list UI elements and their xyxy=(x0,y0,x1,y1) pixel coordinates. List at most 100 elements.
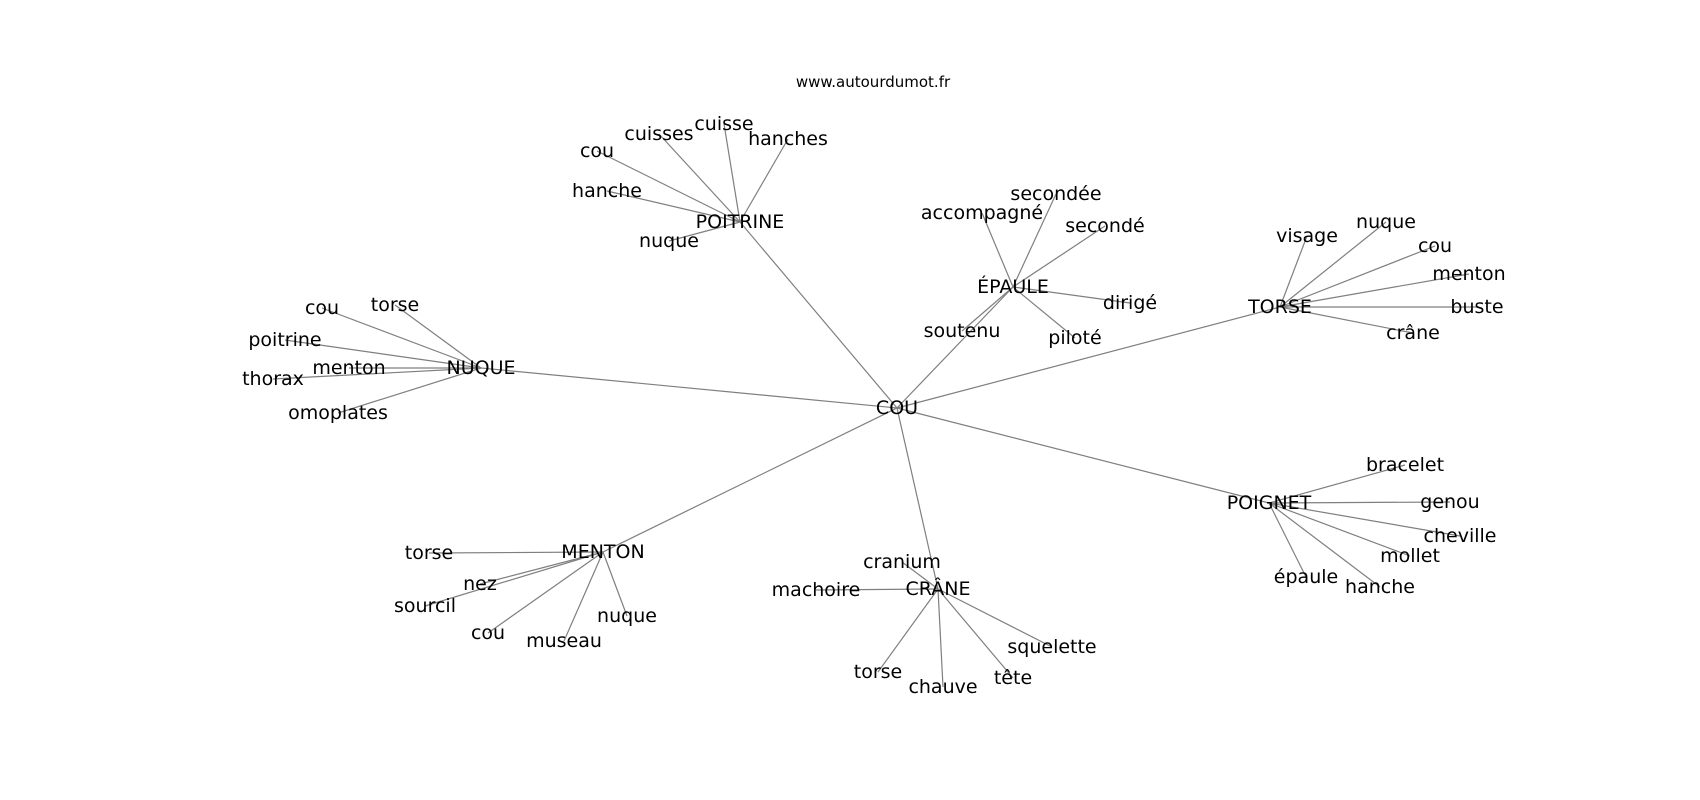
edge-1-0 xyxy=(981,212,1014,288)
edge-4-5 xyxy=(1268,502,1381,588)
edge-1-5 xyxy=(961,286,1014,332)
leaf-node-1-0: accompagné xyxy=(921,202,1043,224)
leaf-node-2-2: cou xyxy=(1418,235,1452,257)
edge-0-0 xyxy=(596,150,741,223)
edge-1-2 xyxy=(1012,225,1106,288)
leaf-node-6-4: tête xyxy=(994,667,1032,689)
leaf-node-3-0: torse xyxy=(371,294,419,316)
edge-6-4 xyxy=(937,588,1014,679)
leaf-node-3-2: poitrine xyxy=(248,329,321,351)
edge-1-1 xyxy=(1012,193,1057,288)
leaf-node-3-4: thorax xyxy=(242,368,304,390)
cluster-node-1: ÉPAULE xyxy=(977,275,1049,298)
edge-4-0 xyxy=(1268,464,1406,504)
leaf-node-2-3: menton xyxy=(1432,263,1505,285)
edge-5-4 xyxy=(563,551,604,642)
edge-5-0 xyxy=(428,551,604,554)
edge-6-2 xyxy=(877,588,939,673)
leaf-node-4-4: épaule xyxy=(1274,566,1338,588)
cluster-node-4: POIGNET xyxy=(1227,492,1312,514)
leaf-node-5-3: cou xyxy=(471,622,505,644)
edge-4-4 xyxy=(1268,502,1307,578)
edge-4-1 xyxy=(1268,501,1451,504)
cluster-node-6: CRÂNE xyxy=(906,577,971,600)
leaf-node-6-5: squelette xyxy=(1007,636,1096,658)
edge-1-3 xyxy=(1012,286,1131,304)
edge-5-5 xyxy=(602,551,628,617)
center-node: COU xyxy=(876,397,918,419)
edge-0-3 xyxy=(739,138,789,223)
leaf-node-3-5: omoplates xyxy=(288,402,388,424)
leaf-node-6-0: cranium xyxy=(863,551,941,573)
leaf-node-5-5: nuque xyxy=(597,605,657,627)
edge-5-1 xyxy=(479,551,604,585)
leaf-node-6-2: torse xyxy=(854,661,902,683)
cluster-node-3: NUQUE xyxy=(447,357,516,379)
leaf-node-2-5: crâne xyxy=(1386,322,1440,344)
edge-2-1 xyxy=(1279,221,1387,308)
edge-0-4 xyxy=(606,190,741,223)
leaf-node-1-4: piloté xyxy=(1048,327,1101,349)
edge-center-5 xyxy=(602,407,898,553)
edge-1-4 xyxy=(1012,286,1076,339)
edge-center-6 xyxy=(896,407,939,590)
edge-center-0 xyxy=(739,221,898,409)
cluster-node-0: POITRINE xyxy=(696,211,785,233)
edge-5-3 xyxy=(487,551,604,634)
leaf-node-6-3: chauve xyxy=(908,676,977,698)
edge-3-5 xyxy=(337,367,482,414)
edge-6-3 xyxy=(937,588,944,688)
edge-3-0 xyxy=(394,304,482,369)
edge-2-3 xyxy=(1279,273,1470,308)
leaf-node-2-1: nuque xyxy=(1356,211,1416,233)
edge-center-3 xyxy=(480,367,898,409)
edge-0-2 xyxy=(723,123,741,223)
leaf-node-6-1: machoire xyxy=(772,579,861,601)
cluster-node-5: MENTON xyxy=(561,541,644,563)
edge-center-4 xyxy=(896,407,1270,504)
leaf-node-0-1: cuisses xyxy=(624,123,693,145)
edge-0-1 xyxy=(658,133,741,223)
edge-3-2 xyxy=(284,339,482,369)
cluster-node-2: TORSE xyxy=(1247,296,1312,318)
leaf-node-2-4: buste xyxy=(1450,296,1503,318)
edge-5-2 xyxy=(424,551,604,607)
source-url: www.autourdumot.fr xyxy=(796,73,951,91)
leaf-node-0-4: hanche xyxy=(572,180,642,202)
leaf-node-5-1: nez xyxy=(463,573,497,595)
leaf-node-5-2: sourcil xyxy=(394,595,456,617)
leaf-node-0-5: nuque xyxy=(639,230,699,252)
edge-0-5 xyxy=(668,221,741,242)
edges xyxy=(272,123,1477,688)
edge-2-5 xyxy=(1279,306,1414,334)
leaf-node-2-0: visage xyxy=(1276,225,1338,247)
edge-4-3 xyxy=(1268,502,1411,557)
leaf-node-3-1: cou xyxy=(305,297,339,319)
edge-center-1 xyxy=(896,286,1014,409)
leaf-node-3-3: menton xyxy=(312,357,385,379)
leaf-node-4-0: bracelet xyxy=(1366,454,1444,476)
edge-4-2 xyxy=(1268,502,1461,537)
leaf-node-1-1: secondée xyxy=(1010,183,1101,205)
leaf-node-4-5: hanche xyxy=(1345,576,1415,598)
edge-3-4 xyxy=(272,367,482,380)
edge-6-1 xyxy=(815,588,939,591)
leaf-node-1-5: soutenu xyxy=(924,320,1001,342)
edge-3-1 xyxy=(321,307,482,369)
leaf-node-4-3: mollet xyxy=(1380,545,1440,567)
edge-center-2 xyxy=(896,306,1281,409)
leaf-node-4-2: cheville xyxy=(1424,525,1497,547)
edge-2-2 xyxy=(1279,245,1436,308)
leaf-node-1-2: secondé xyxy=(1065,215,1144,237)
leaf-node-1-3: dirigé xyxy=(1103,292,1157,314)
leaf-node-4-1: genou xyxy=(1420,491,1479,513)
edge-2-0 xyxy=(1279,235,1308,308)
leaf-node-5-4: museau xyxy=(526,630,602,652)
leaf-node-0-2: cuisse xyxy=(694,113,753,135)
leaf-node-0-0: cou xyxy=(580,140,614,162)
edge-6-5 xyxy=(937,588,1053,648)
leaf-node-5-0: torse xyxy=(405,542,453,564)
leaf-node-0-3: hanches xyxy=(748,128,828,150)
